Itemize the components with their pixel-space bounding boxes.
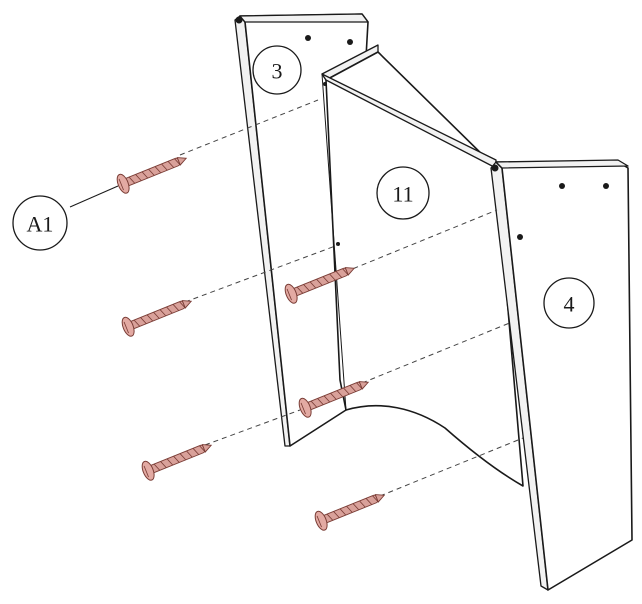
callout-circle — [543, 277, 595, 329]
screw-hole — [517, 234, 523, 240]
hardware-label: A1 — [27, 212, 54, 237]
guide-line — [204, 409, 301, 446]
callout-leader — [69, 185, 119, 208]
screw-a1 — [114, 148, 191, 196]
screw-hole — [559, 183, 565, 189]
guide-line — [184, 244, 339, 303]
screw-a1 — [119, 291, 196, 339]
corner-dowel — [235, 16, 243, 24]
part-label-4: 4 — [564, 292, 575, 317]
panel-11-left-edge — [321, 73, 347, 411]
callout-panel-4: 4 — [543, 277, 595, 329]
callout-circle — [252, 45, 302, 95]
callout-circle — [376, 166, 430, 220]
panel-3-top — [239, 13, 369, 23]
callout-panel-11: 11 — [376, 166, 430, 220]
callout-circle — [12, 195, 68, 251]
guide-line — [344, 209, 498, 273]
screw-a1 — [139, 435, 216, 483]
part-label-3: 3 — [272, 59, 283, 84]
screw-hole — [323, 82, 327, 86]
panel-4 — [490, 159, 633, 591]
screw-hole — [347, 39, 353, 45]
part-label-11: 11 — [392, 182, 413, 207]
panel-4-top — [495, 159, 629, 169]
panel-11-face — [325, 51, 524, 487]
screw-hole — [603, 183, 609, 189]
panel-11 — [321, 44, 524, 487]
screw-a1 — [312, 485, 389, 533]
alignment-guides — [179, 99, 524, 497]
callout-panel-3: 3 — [252, 45, 302, 95]
guide-line — [379, 437, 524, 497]
corner-dowel — [491, 164, 499, 172]
guide-line — [179, 99, 319, 156]
callout-a1: A1 — [12, 185, 119, 251]
screw-hole — [305, 35, 311, 41]
